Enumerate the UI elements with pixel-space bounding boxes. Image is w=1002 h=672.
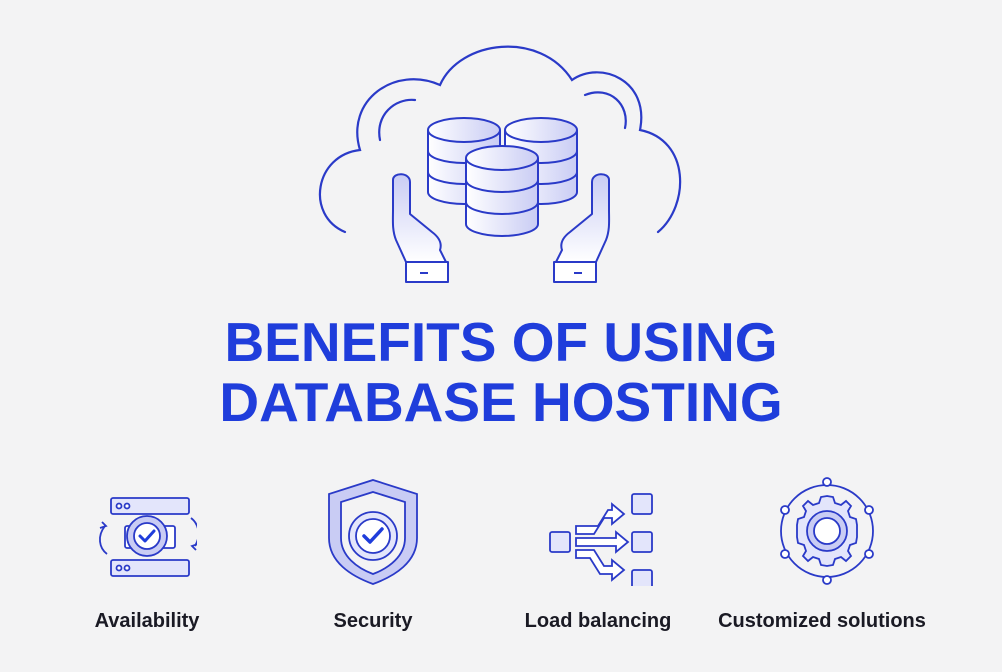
hero-illustration xyxy=(318,45,682,283)
benefit-label: Customized solutions xyxy=(718,610,926,632)
gear-network-icon xyxy=(780,477,874,585)
hands-icon xyxy=(391,173,611,283)
shield-check-icon xyxy=(328,479,418,585)
benefit-security: Security xyxy=(248,468,498,648)
database-icon xyxy=(427,117,578,237)
benefit-label: Availability xyxy=(94,610,200,632)
benefit-availability: Availability xyxy=(22,468,272,648)
benefit-customized-solutions: Customized solutions xyxy=(697,468,947,648)
server-refresh-check-icon xyxy=(99,497,197,577)
benefit-load-balancing: Load balancing xyxy=(473,468,723,648)
benefit-label: Load balancing xyxy=(524,610,672,632)
cloud-icon xyxy=(318,45,682,234)
page-title: BENEFITS OF USING DATABASE HOSTING xyxy=(0,312,1002,432)
title-line-2: DATABASE HOSTING xyxy=(219,371,783,433)
benefit-label: Security xyxy=(333,610,413,632)
title-line-1: BENEFITS OF USING xyxy=(224,311,778,373)
benefits-row: Availability Security xyxy=(0,468,1002,648)
load-balancing-arrows-icon xyxy=(549,493,653,586)
